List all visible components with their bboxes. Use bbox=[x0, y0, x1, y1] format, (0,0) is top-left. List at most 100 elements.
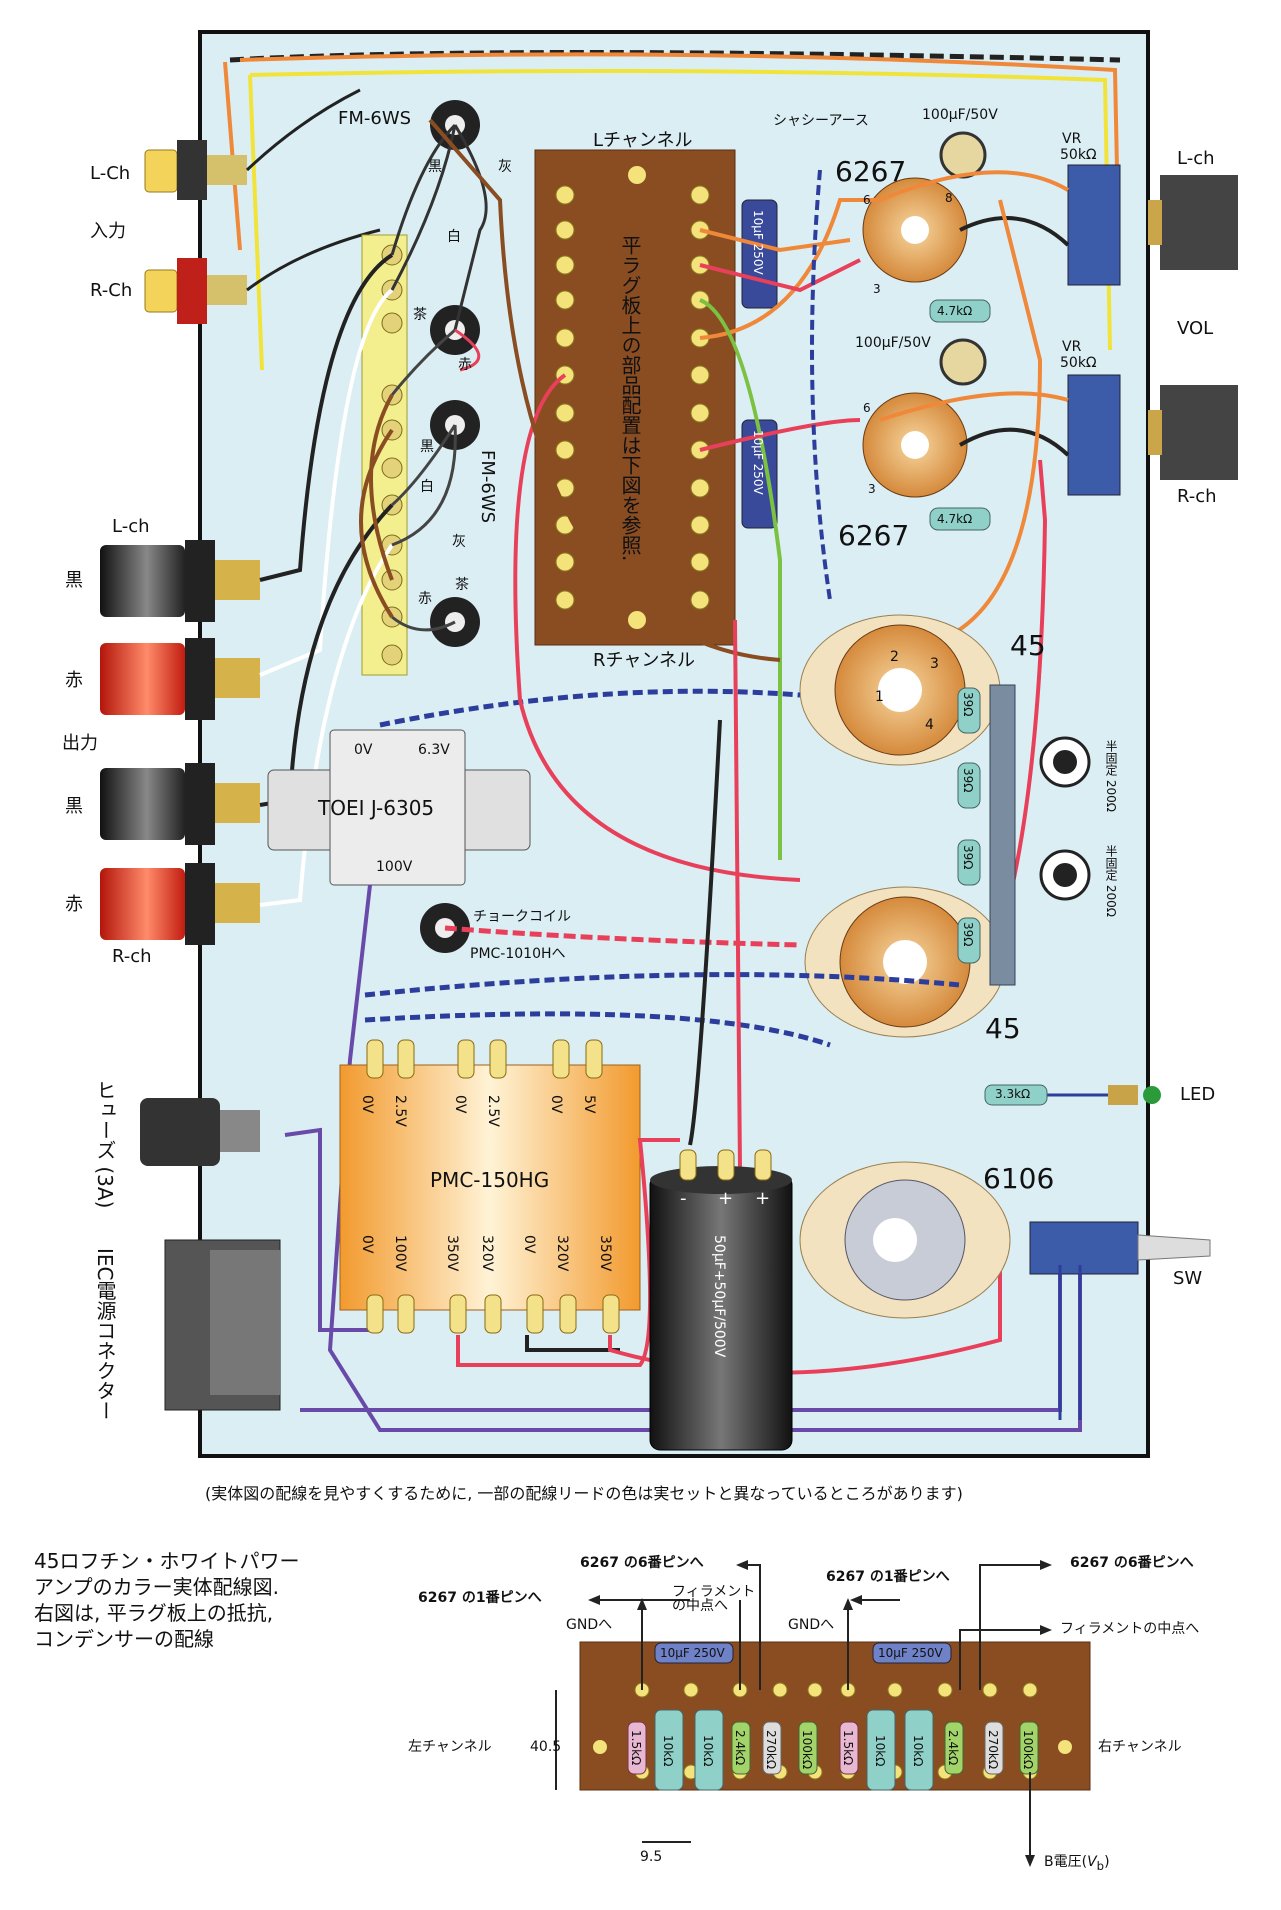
black-wire-label: 黒 bbox=[428, 159, 442, 175]
tube-45-a-label: 45 bbox=[1010, 629, 1046, 662]
white-wire-label-b: 白 bbox=[420, 479, 434, 495]
rch-vol-label: R-ch bbox=[1177, 486, 1217, 507]
res-47k-b-label: 4.7kΩ bbox=[937, 512, 973, 526]
ecap-plus-2: + bbox=[755, 1188, 771, 1209]
bottom-tap-1: 100V bbox=[392, 1235, 408, 1272]
input-label: 入力 bbox=[90, 221, 126, 242]
res-47k-a-label: 4.7kΩ bbox=[937, 304, 973, 318]
bottom-tap-4: 0V bbox=[521, 1235, 537, 1254]
ecap-label: 50μF+50μF/500V bbox=[711, 1235, 727, 1358]
black-wire-label-b: 黒 bbox=[420, 439, 434, 455]
socket-45-a bbox=[799, 614, 1001, 766]
gnd-left-label: GNDへ bbox=[566, 1617, 613, 1633]
top-tap-5: 5V bbox=[581, 1095, 597, 1114]
brown-wire-label-b: 茶 bbox=[455, 577, 469, 593]
bottom-tap-5: 320V bbox=[554, 1235, 570, 1272]
socket-pin-2: 2 bbox=[890, 649, 899, 665]
vr-b-label: VR bbox=[1062, 339, 1082, 355]
socket-pin-1: 1 bbox=[875, 689, 884, 705]
bottom-tap-2: 350V bbox=[444, 1235, 460, 1272]
vr-b-value: 50kΩ bbox=[1060, 355, 1097, 371]
res-39-a-label: 39Ω bbox=[961, 692, 975, 717]
right-channel-label: 右チャンネル bbox=[1098, 1739, 1182, 1755]
gray-wire-label-b: 灰 bbox=[452, 534, 466, 550]
top-tap-4: 0V bbox=[548, 1095, 564, 1114]
pmc-transformer bbox=[339, 1064, 641, 1311]
res-33k-label: 3.3kΩ bbox=[995, 1087, 1031, 1101]
bottom-tap-3: 320V bbox=[479, 1235, 495, 1272]
fuse-holder bbox=[140, 1098, 220, 1166]
wire-top-yellow bbox=[248, 69, 1112, 371]
pin8-a: 8 bbox=[945, 191, 953, 205]
res-39-d-label: 39Ω bbox=[961, 922, 975, 947]
socket-6267-a bbox=[862, 177, 968, 283]
output-posts bbox=[100, 540, 260, 945]
tap-63v: 6.3V bbox=[418, 742, 450, 758]
top-tap-3: 2.5V bbox=[485, 1095, 501, 1127]
lch-vol-label: L-ch bbox=[1177, 148, 1215, 169]
comp-3: 2.4kΩ bbox=[733, 1730, 747, 1766]
filament-right-label: フィラメントの中点へ bbox=[1060, 1621, 1200, 1637]
cap-100uf-a-label: 100μF/50V bbox=[922, 107, 998, 123]
pin6-a: 6 bbox=[863, 193, 871, 207]
led-label: LED bbox=[1180, 1084, 1216, 1105]
rch-output-label: R-ch bbox=[112, 946, 152, 967]
cap-100uf-b-label: 100μF/50V bbox=[855, 335, 931, 351]
res-39-b-label: 39Ω bbox=[961, 768, 975, 793]
brown-wire-label: 茶 bbox=[413, 307, 427, 323]
comp-0: 1.5kΩ bbox=[629, 1730, 643, 1766]
red-label-1: 赤 bbox=[65, 670, 83, 691]
comp-6: 1.5kΩ bbox=[841, 1730, 855, 1766]
white-wire-label: 白 bbox=[447, 229, 461, 245]
power-switch bbox=[1029, 1221, 1139, 1275]
ecap-minus: - bbox=[680, 1188, 687, 1209]
pin1-left-label: 6267 の1番ピンへ bbox=[418, 1590, 542, 1606]
filament-left-label: フィラメント の中点へ bbox=[672, 1584, 756, 1614]
iec-label: IEC電源コネクター bbox=[93, 1248, 117, 1421]
top-tap-1: 2.5V bbox=[392, 1095, 408, 1127]
vr-l bbox=[1067, 164, 1121, 286]
led bbox=[1143, 1086, 1161, 1104]
lug-terminals bbox=[555, 185, 710, 610]
comp-7: 10kΩ bbox=[873, 1735, 887, 1767]
socket-pin-3: 3 bbox=[930, 656, 939, 672]
comp-9: 2.4kΩ bbox=[946, 1730, 960, 1766]
tap-0v: 0V bbox=[354, 742, 373, 758]
socket-45-b bbox=[804, 886, 1006, 1038]
knob-r bbox=[1160, 385, 1238, 480]
figure-caption: 45ロフチン・ホワイトパワー アンプのカラー実体配線図. 右図は, 平ラグ板上の… bbox=[34, 1549, 300, 1651]
choke-label: チョークコイル bbox=[473, 909, 571, 925]
b-voltage-label: B電圧(Vb) bbox=[1044, 1854, 1110, 1873]
fuse-label: ヒューズ (3A) bbox=[93, 1080, 117, 1209]
red-wire-label-b: 赤 bbox=[418, 591, 432, 607]
pmc-label: PMC-150HG bbox=[430, 1168, 550, 1192]
pin6-right-label: 6267 の6番ピンへ bbox=[1070, 1555, 1194, 1571]
bottom-tap-6: 350V bbox=[597, 1235, 613, 1272]
comp-2: 10kΩ bbox=[701, 1735, 715, 1767]
comp-4: 270kΩ bbox=[764, 1730, 778, 1770]
comp-10: 270kΩ bbox=[986, 1730, 1000, 1770]
rch-input-label: R-Ch bbox=[90, 280, 133, 301]
ecap-plus-1: + bbox=[718, 1188, 734, 1209]
footnote: (実体図の配線を見やすくするために, 一部の配線リードの色は実セットと異なってい… bbox=[205, 1484, 963, 1503]
lch-output-label: L-ch bbox=[112, 516, 150, 537]
tube-45-b-label: 45 bbox=[985, 1012, 1021, 1045]
vr-r bbox=[1067, 374, 1121, 496]
knob-l bbox=[1160, 175, 1238, 270]
red-wire-label: 赤 bbox=[458, 357, 472, 373]
l-channel-label: Lチャンネル bbox=[593, 130, 693, 151]
pin3-b: 3 bbox=[868, 482, 876, 496]
comp-8: 10kΩ bbox=[911, 1735, 925, 1767]
pin6-left-label: 6267 の6番ピンへ bbox=[580, 1555, 704, 1571]
output-label: 出力 bbox=[62, 733, 98, 754]
red-label-2: 赤 bbox=[65, 894, 83, 915]
comp-5: 100kΩ bbox=[800, 1730, 814, 1770]
top-tap-2: 0V bbox=[452, 1095, 468, 1114]
height-dim: 40.5 bbox=[530, 1739, 562, 1755]
black-label-1: 黒 bbox=[65, 570, 83, 591]
pot-200-b-label: 半固定 200Ω bbox=[1104, 845, 1118, 917]
gnd-right-label: GNDへ bbox=[788, 1617, 835, 1633]
tube-6267-a-label: 6267 bbox=[835, 155, 907, 188]
lug-board-note: 平ラグ板上の部品配置は下図を参照. bbox=[618, 235, 642, 562]
